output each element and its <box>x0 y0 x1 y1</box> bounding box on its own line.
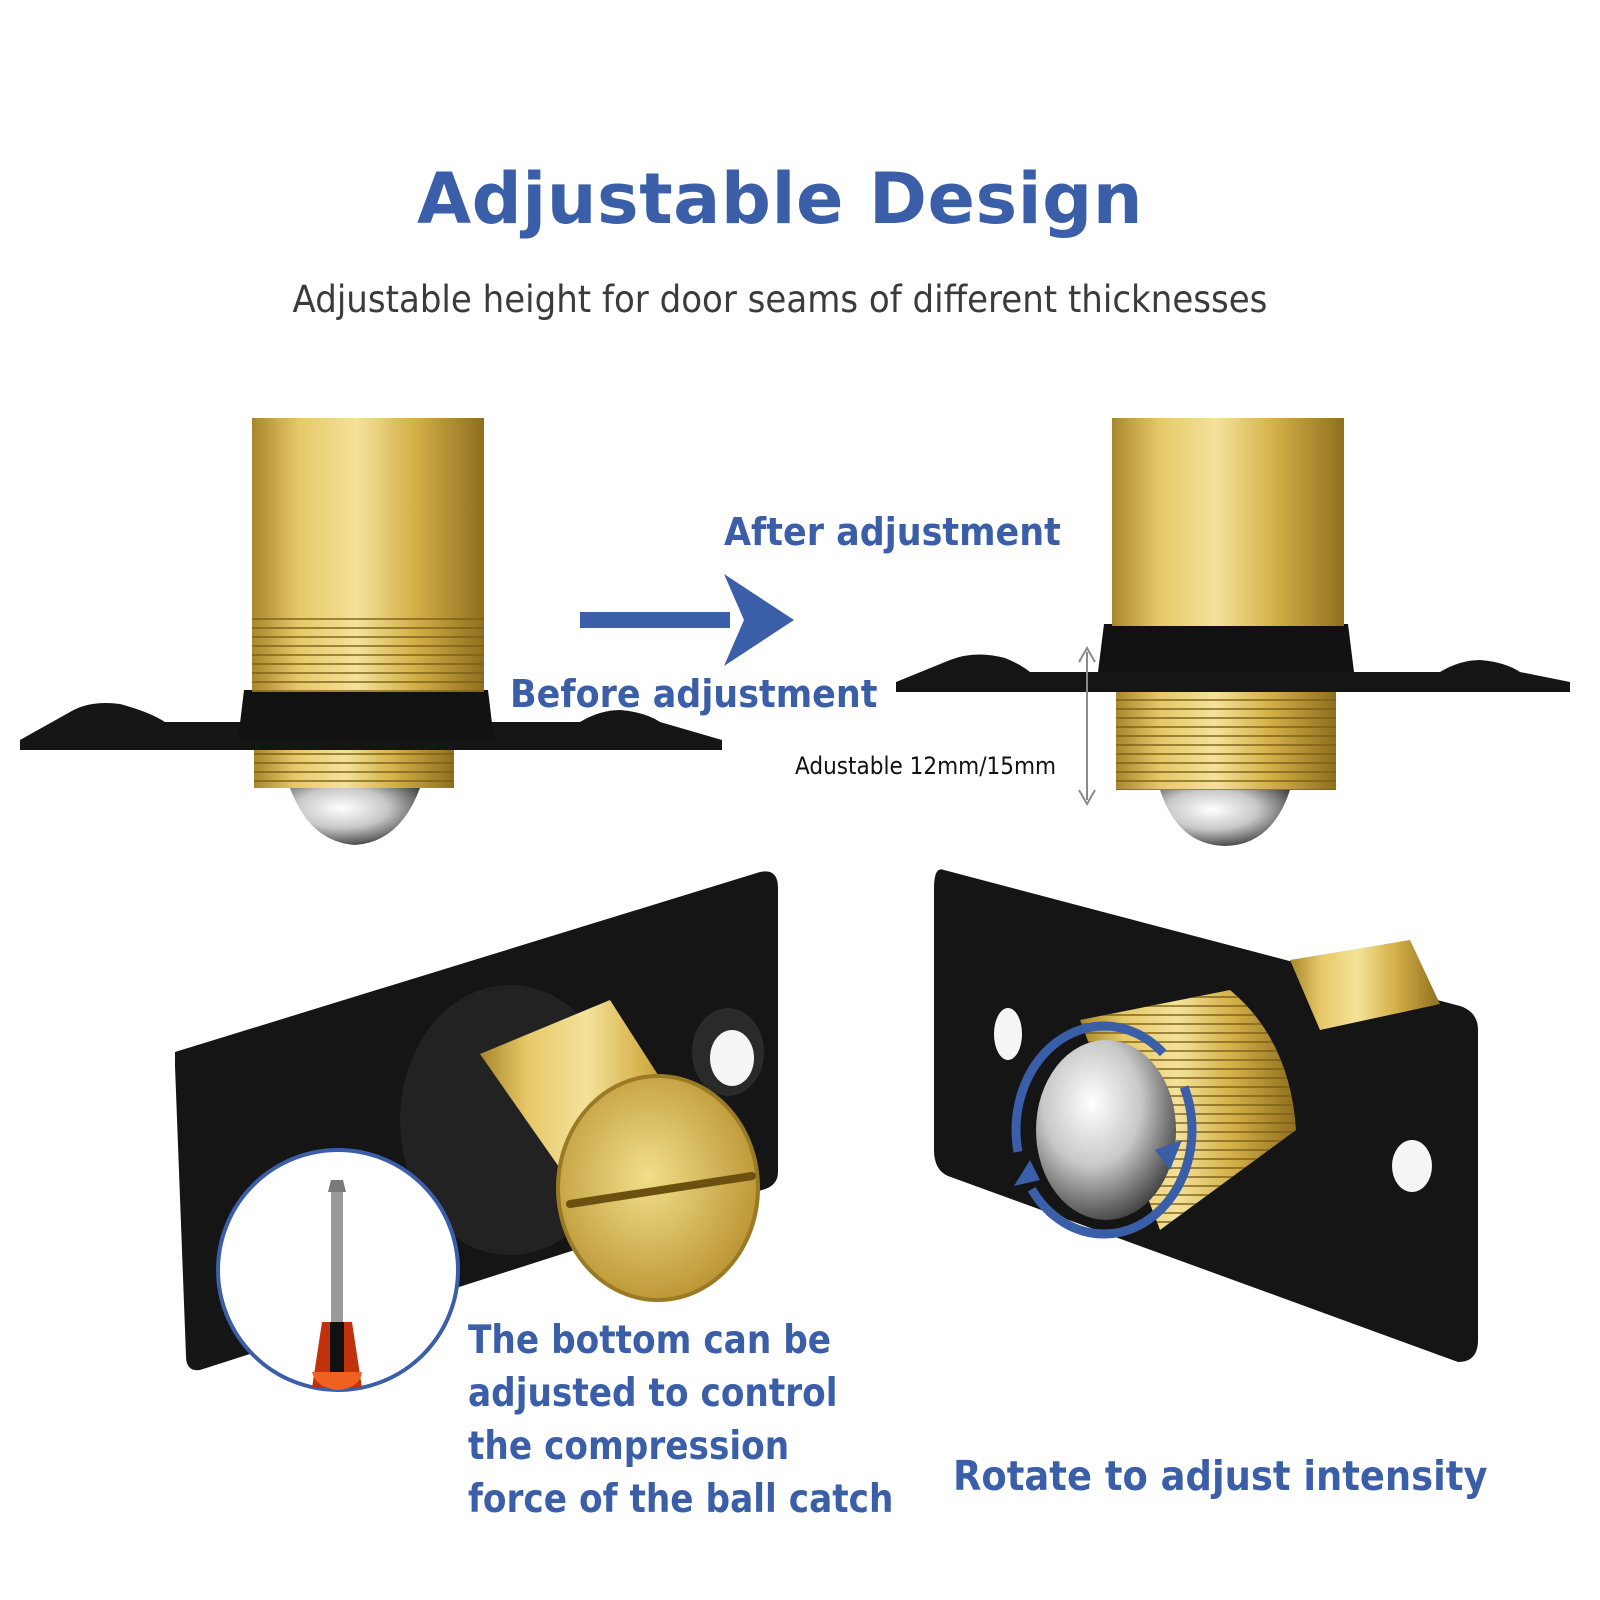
right-arrow-icon <box>580 574 794 666</box>
caption-line: The bottom can be <box>468 1318 832 1363</box>
caption-line: adjusted to control <box>468 1371 838 1416</box>
before-adjustment-label: Before adjustment <box>510 672 878 716</box>
after-adjustment-label: After adjustment <box>724 510 1061 554</box>
dimension-label: Adustable 12mm/15mm <box>795 752 1057 780</box>
screwdriver-caption: The bottom can be adjusted to control th… <box>468 1314 894 1526</box>
after-adjustment-catch <box>896 418 1570 846</box>
caption-line: the compression <box>468 1424 790 1469</box>
page-title: Adjustable Design <box>416 158 1144 240</box>
catch-with-ball-rotate <box>934 869 1478 1362</box>
page-subtitle: Adjustable height for door seams of diff… <box>292 278 1268 321</box>
rotate-caption: Rotate to adjust intensity <box>953 1452 1488 1500</box>
caption-line: force of the ball catch <box>468 1477 894 1522</box>
height-dimension-arrow-icon <box>1078 645 1096 807</box>
before-adjustment-catch <box>20 418 722 845</box>
screwdriver-inset <box>216 1148 460 1392</box>
